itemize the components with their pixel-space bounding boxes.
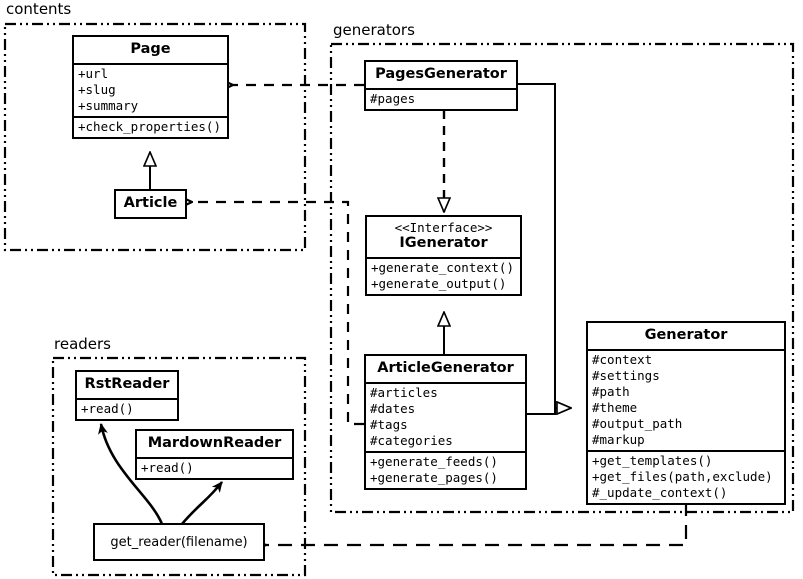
method: +generate_context() xyxy=(371,260,514,276)
class-box-generator[interactable]: Generator #context #settings #path #them… xyxy=(586,321,786,505)
method: +generate_output() xyxy=(371,276,507,292)
method: +read() xyxy=(81,400,134,416)
function-box-label: get_reader(filename) xyxy=(110,534,248,550)
class-attributes-pagesgenerator: #pages xyxy=(366,87,516,109)
attribute: #theme xyxy=(592,399,638,415)
attribute: +url xyxy=(78,65,109,81)
method: +get_files(path,exclude) xyxy=(592,468,773,484)
attribute: +summary xyxy=(78,97,139,113)
method: +generate_feeds() xyxy=(370,453,498,469)
class-name-article: Article xyxy=(123,195,178,211)
class-box-articlegenerator[interactable]: ArticleGenerator #articles #dates #tags … xyxy=(364,354,527,490)
package-label-contents: contents xyxy=(4,0,74,18)
edge-articlegenerator-extends-generator xyxy=(527,408,571,415)
method: +generate_pages() xyxy=(370,469,498,485)
attribute: #dates xyxy=(370,400,416,416)
package-label-readers: readers xyxy=(52,335,113,353)
function-box-get-reader[interactable]: get_reader(filename) xyxy=(93,523,265,561)
attribute: #context xyxy=(592,351,653,367)
class-attributes-generator: #context #settings #path #theme #output_… xyxy=(588,348,784,450)
class-methods-rstreader: +read() xyxy=(77,397,177,419)
class-methods-igenerator: +generate_context() +generate_output() xyxy=(367,257,520,294)
class-box-mardownreader[interactable]: MardownReader +read() xyxy=(135,429,294,480)
class-name-pagesgenerator: PagesGenerator xyxy=(375,66,507,82)
edge-generator-uses-get-reader xyxy=(266,502,688,545)
attribute: #settings xyxy=(592,367,660,383)
class-box-pagesgenerator[interactable]: PagesGenerator #pages xyxy=(364,60,518,111)
class-box-rstreader[interactable]: RstReader +read() xyxy=(75,370,179,421)
class-name-igenerator: <<Interface>> IGenerator xyxy=(367,217,520,257)
class-name-generator: Generator xyxy=(644,327,728,343)
method: +check_properties() xyxy=(78,118,221,134)
class-box-article[interactable]: Article xyxy=(114,189,187,219)
attribute: #markup xyxy=(592,431,645,447)
attribute: #path xyxy=(592,383,630,399)
class-methods-generator: +get_templates() +get_files(path,exclude… xyxy=(588,449,784,503)
class-name-rstreader: RstReader xyxy=(84,376,170,392)
package-label-generators: generators xyxy=(331,21,417,39)
class-box-page[interactable]: Page +url +slug +summary +check_properti… xyxy=(72,35,229,139)
edge-get-reader-returns-mardownreader xyxy=(181,481,224,525)
attribute: #categories xyxy=(370,432,453,448)
method: +get_templates() xyxy=(592,452,713,468)
class-box-igenerator[interactable]: <<Interface>> IGenerator +generate_conte… xyxy=(365,215,522,297)
class-attributes-articlegenerator: #articles #dates #tags #categories xyxy=(366,381,525,451)
class-name-page: Page xyxy=(130,41,171,57)
class-methods-mardownreader: +read() xyxy=(137,456,292,478)
attribute: #pages xyxy=(370,90,416,106)
attribute: #tags xyxy=(370,416,408,432)
class-methods-page: +check_properties() xyxy=(74,115,227,137)
class-methods-articlegenerator: +generate_feeds() +generate_pages() xyxy=(366,450,525,488)
method: +read() xyxy=(141,459,194,475)
class-name-articlegenerator: ArticleGenerator xyxy=(377,360,514,376)
class-name-mardownreader: MardownReader xyxy=(147,435,282,451)
method: #_update_context() xyxy=(592,484,728,500)
attribute: #articles xyxy=(370,384,438,400)
attribute: +slug xyxy=(78,81,116,97)
attribute: #output_path xyxy=(592,415,683,431)
class-name-text: IGenerator xyxy=(399,235,488,252)
class-attributes-page: +url +slug +summary xyxy=(74,62,227,116)
edge-articlegenerator-uses-article xyxy=(192,202,364,426)
stereotype-interface: <<Interface>> xyxy=(394,220,493,235)
